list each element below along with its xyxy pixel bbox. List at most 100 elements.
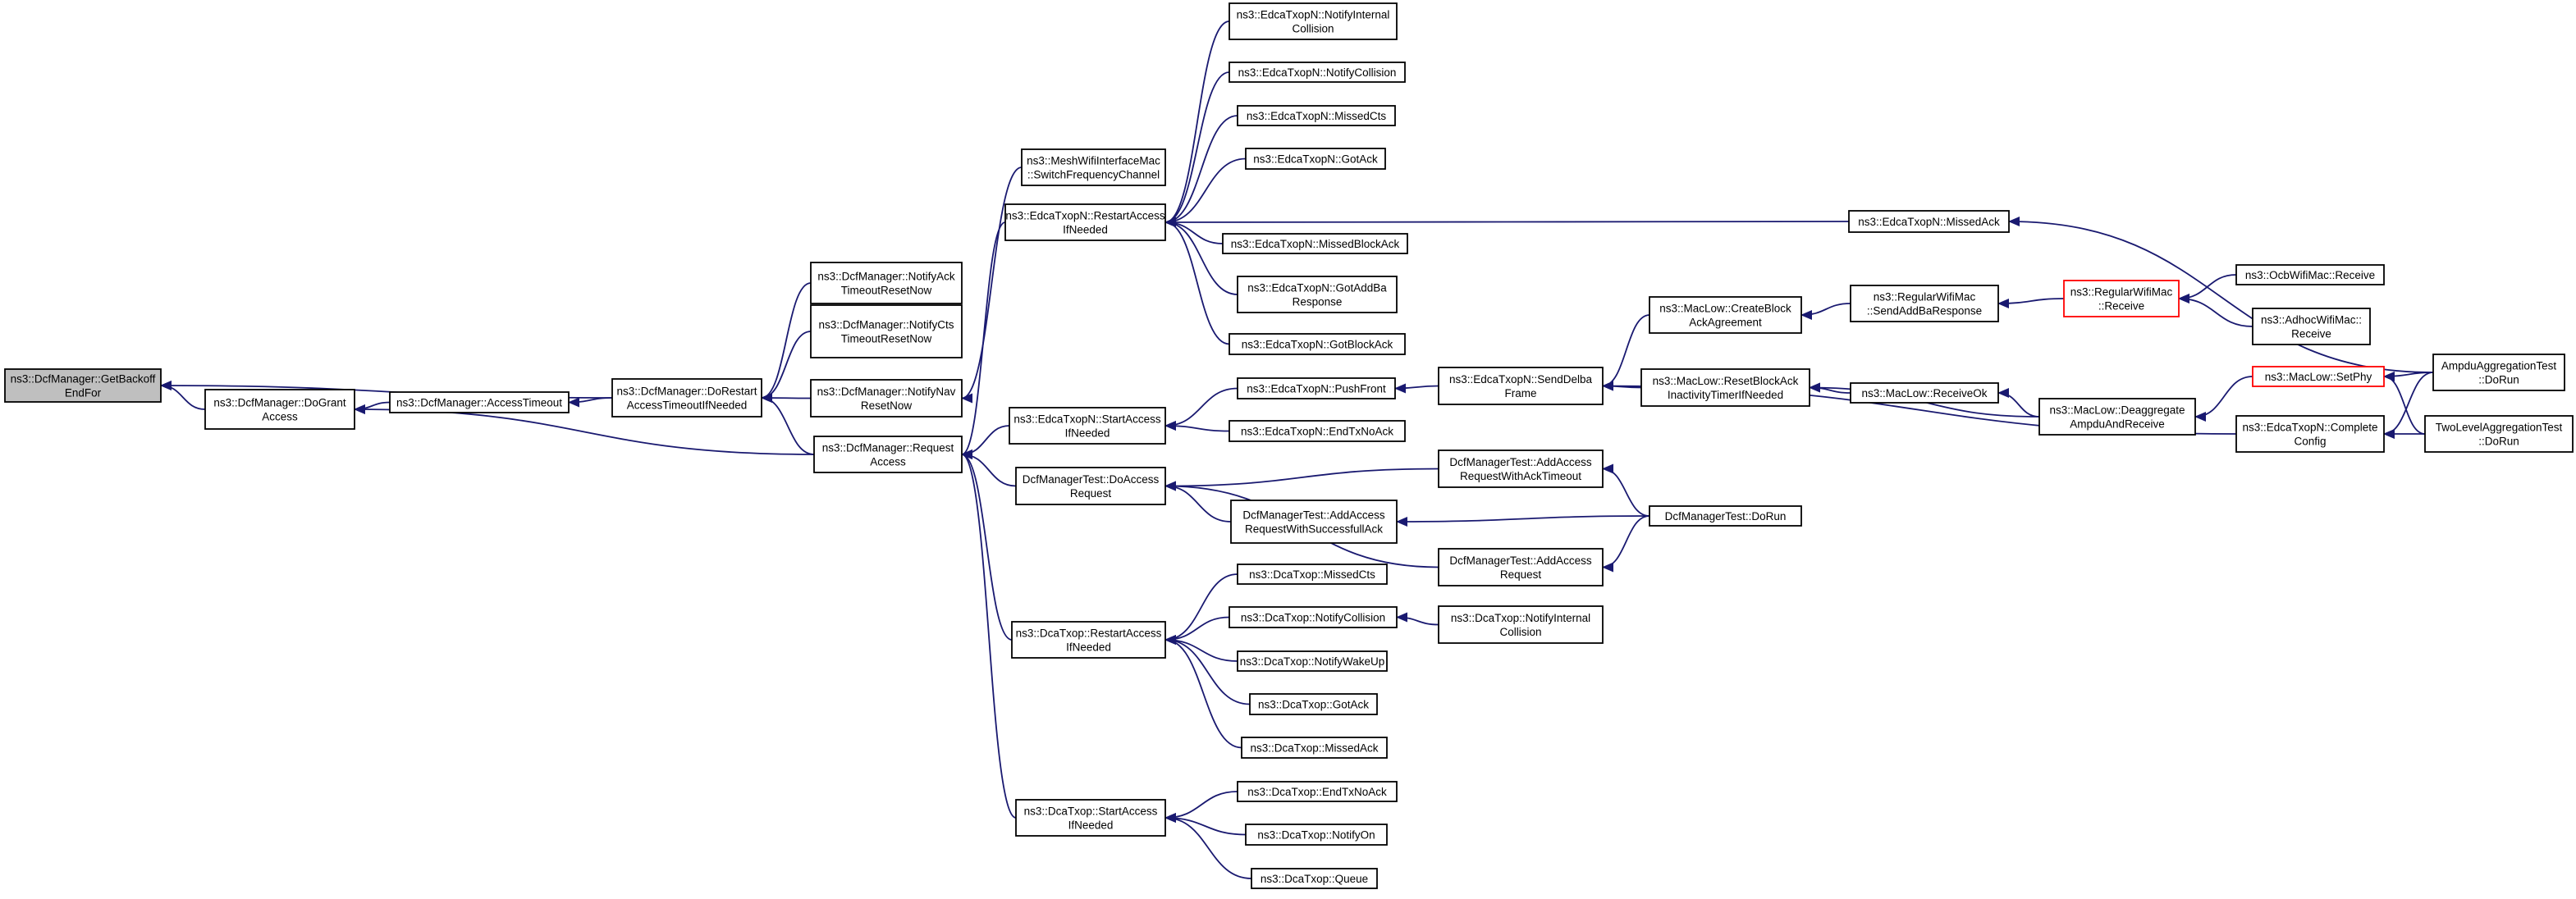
graph-node-n16[interactable]: ns3::EdcaTxopN::MissedCts bbox=[1237, 105, 1396, 126]
node-label-line: ns3::RegularWifiMac bbox=[2070, 286, 2173, 299]
node-box bbox=[1245, 148, 1386, 170]
graph-node-n25[interactable]: ns3::DcaTxop::NotifyCollision bbox=[1229, 606, 1398, 628]
graph-node-n23[interactable]: DcfManagerTest::AddAccessRequestWithSucc… bbox=[1230, 500, 1398, 544]
node-box bbox=[2038, 398, 2196, 436]
graph-node-n20[interactable]: ns3::EdcaTxopN::GotBlockAck bbox=[1229, 333, 1406, 355]
node-label-line: ns3::OcbWifiMac::Receive bbox=[2245, 269, 2375, 281]
node-box bbox=[1850, 382, 1999, 404]
edge-n43-to-n39 bbox=[1997, 298, 2065, 308]
edge-arrow bbox=[1997, 388, 2040, 418]
node-box bbox=[1230, 500, 1398, 544]
node-label-line: ns3::MacLow::Deaggregate bbox=[2049, 404, 2185, 417]
node-box bbox=[1229, 2, 1398, 40]
node-label-line: Access bbox=[262, 411, 298, 423]
edge-n46-to-n43 bbox=[2178, 294, 2253, 327]
edge-n28-to-n12 bbox=[1164, 635, 1242, 749]
graph-node-n49[interactable]: TwoLevelAggregationTest::DoRun bbox=[2424, 415, 2574, 453]
node-box bbox=[1222, 233, 1408, 254]
edge-n7-to-n3 bbox=[761, 393, 815, 455]
graph-node-n5[interactable]: ns3::DcfManager::NotifyCtsTimeoutResetNo… bbox=[810, 304, 963, 358]
node-label-line: Receive bbox=[2291, 328, 2331, 340]
node-label-line: ns3::DcfManager::NotifyNav bbox=[817, 386, 956, 398]
edge-arrow bbox=[2383, 372, 2426, 435]
graph-node-n17[interactable]: ns3::EdcaTxopN::GotAck bbox=[1245, 148, 1386, 170]
graph-node-n18[interactable]: ns3::EdcaTxopN::MissedBlockAck bbox=[1222, 233, 1408, 254]
graph-node-n2[interactable]: ns3::DcfManager::AccessTimeout bbox=[389, 391, 570, 413]
graph-node-n45[interactable]: ns3::OcbWifiMac::Receive bbox=[2235, 264, 2385, 285]
graph-node-n44[interactable]: ns3::MacLow::SetPhy bbox=[2252, 366, 2385, 387]
graph-node-n21[interactable]: ns3::EdcaTxopN::PushFront bbox=[1237, 377, 1396, 399]
edge-arrow bbox=[1164, 813, 1247, 836]
graph-node-n4[interactable]: ns3::DcfManager::NotifyAckTimeoutResetNo… bbox=[810, 262, 963, 304]
graph-node-n24[interactable]: ns3::DcaTxop::MissedCts bbox=[1237, 564, 1388, 585]
edge-arrow bbox=[1602, 463, 1650, 517]
node-label-line: Request bbox=[1070, 487, 1112, 500]
edge-arrow bbox=[1164, 635, 1251, 705]
graph-node-n38[interactable]: DcfManagerTest::DoRun bbox=[1649, 505, 1802, 527]
edge-n10-to-n7 bbox=[961, 425, 1010, 459]
edge-arrow bbox=[961, 167, 1023, 404]
edge-arrow bbox=[1164, 217, 1850, 227]
edge-n17-to-n9 bbox=[1164, 157, 1247, 227]
node-label-line: ns3::DcfManager::NotifyAck bbox=[817, 271, 955, 283]
node-label-line: AckAgreement bbox=[1689, 317, 1762, 329]
graph-node-n31[interactable]: ns3::DcaTxop::Queue bbox=[1251, 868, 1378, 889]
node-label-line: ns3::DcaTxop::NotifyCollision bbox=[1241, 612, 1385, 624]
graph-node-n27[interactable]: ns3::DcaTxop::GotAck bbox=[1249, 693, 1378, 715]
node-layer: ns3::DcfManager::GetBackoffEndForns3::Dc… bbox=[4, 2, 2574, 889]
node-box bbox=[1848, 210, 2010, 233]
edge-n2-to-n1 bbox=[354, 401, 391, 414]
node-label-line: ns3::MacLow::SetPhy bbox=[2265, 371, 2372, 383]
graph-node-n3[interactable]: ns3::DcfManager::DoRestartAccessTimeoutI… bbox=[611, 378, 762, 418]
edge-n41-to-n9 bbox=[1164, 217, 1850, 227]
edge-arrow bbox=[761, 282, 812, 403]
graph-node-n28[interactable]: ns3::DcaTxop::MissedAck bbox=[1241, 737, 1388, 759]
graph-node-n26[interactable]: ns3::DcaTxop::NotifyWakeUp bbox=[1237, 650, 1388, 672]
graph-node-n8[interactable]: ns3::MeshWifiInterfaceMac::SwitchFrequen… bbox=[1021, 148, 1166, 186]
graph-node-n22[interactable]: ns3::EdcaTxopN::EndTxNoAck bbox=[1229, 420, 1406, 442]
graph-node-n48[interactable]: AmpduAggregationTest::DoRun bbox=[2432, 354, 2565, 391]
edge-arrow bbox=[961, 450, 1013, 641]
graph-node-n41[interactable]: ns3::EdcaTxopN::MissedAck bbox=[1848, 210, 2010, 233]
edge-arrow bbox=[1164, 157, 1247, 227]
graph-node-n29[interactable]: ns3::DcaTxop::EndTxNoAck bbox=[1237, 781, 1398, 802]
graph-node-n40[interactable]: ns3::MacLow::ReceiveOk bbox=[1850, 382, 1999, 404]
graph-node-n30[interactable]: ns3::DcaTxop::NotifyOn bbox=[1245, 824, 1388, 846]
edge-arrow bbox=[961, 450, 1017, 487]
edge-arrow bbox=[1396, 515, 1650, 527]
node-label-line: ns3::MacLow::CreateBlock bbox=[1659, 303, 1791, 315]
edge-arrow bbox=[1164, 468, 1439, 491]
graph-node-n39[interactable]: ns3::RegularWifiMac::SendAddBaResponse bbox=[1850, 285, 1999, 322]
graph-node-n15[interactable]: ns3::EdcaTxopN::NotifyCollision bbox=[1229, 62, 1406, 83]
node-label-line: RequestWithSuccessfullAck bbox=[1245, 523, 1383, 536]
edge-n39-to-n36 bbox=[1800, 303, 1851, 320]
edge-arrow bbox=[354, 401, 391, 414]
edge-n32-to-n21 bbox=[1394, 383, 1439, 394]
edge-n29-to-n13 bbox=[1164, 791, 1238, 823]
node-box bbox=[2424, 415, 2574, 453]
graph-node-n46[interactable]: ns3::AdhocWifiMac::Receive bbox=[2252, 308, 2371, 345]
graph-node-n43[interactable]: ns3::RegularWifiMac::Receive bbox=[2063, 280, 2180, 317]
node-label-line: ns3::EdcaTxopN::NotifyCollision bbox=[1238, 66, 1397, 79]
graph-node-n33[interactable]: DcfManagerTest::AddAccessRequestWithAckT… bbox=[1438, 450, 1604, 488]
graph-node-n37[interactable]: ns3::MacLow::ResetBlockAckInactivityTime… bbox=[1640, 368, 1810, 407]
node-label-line: ns3::DcaTxop::NotifyOn bbox=[1257, 829, 1375, 842]
node-box bbox=[1237, 276, 1398, 313]
